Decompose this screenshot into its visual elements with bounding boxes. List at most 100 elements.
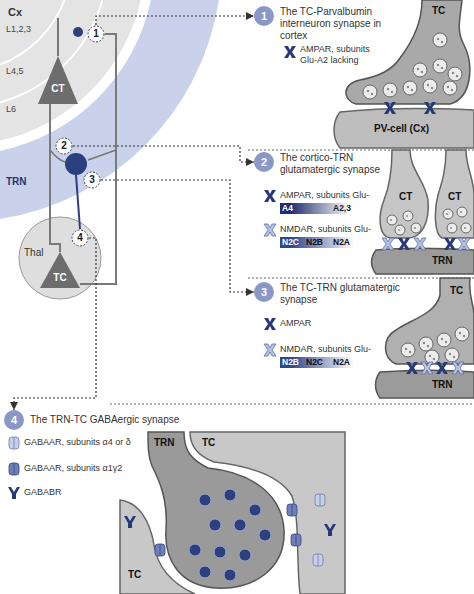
legend-entry: AMPAR, subunits Glu-A2 lacking (300, 44, 382, 66)
label-box: N2C (306, 357, 323, 368)
vesicle (433, 59, 447, 73)
layer-boundary (0, 0, 65, 65)
vesicle (387, 215, 397, 225)
legend-text: GABAAR, subunits α1γ2 (24, 463, 140, 474)
legend-text: NMDAR, subunits Glu- (280, 344, 371, 355)
ampar-icon (264, 190, 276, 202)
tc-bouton (386, 278, 474, 364)
ampar-icon (406, 362, 418, 374)
vesicle (423, 79, 437, 93)
relay-neuron: TC (40, 252, 80, 288)
vesicle (403, 211, 413, 221)
legend-text: GABABR (24, 487, 62, 498)
ct-bouton (380, 150, 428, 238)
vesicle (448, 67, 462, 81)
vesicle (189, 544, 201, 556)
badge-disc (4, 410, 24, 430)
callout-number: 3 (89, 174, 95, 186)
nmdar-icon (382, 238, 394, 250)
legend-text: GABAAR, subunits α4 or δ (24, 437, 140, 448)
vesicle (234, 519, 246, 531)
trn-band: TRN 2 3 (0, 0, 219, 219)
vesicle (437, 333, 451, 347)
vesicle (411, 223, 421, 233)
structure-name: TRN (432, 255, 453, 267)
vesicle (239, 549, 251, 561)
vesicle (419, 337, 433, 351)
node-outline (0, 0, 219, 219)
structure-name: CT (399, 191, 412, 203)
structure-label: TC (200, 436, 218, 450)
callout-circle: 3 (83, 171, 101, 189)
gabaa-icon (291, 534, 301, 546)
callout-number: 1 (93, 28, 99, 40)
label-box: N2B (306, 237, 323, 248)
panel-number: 2 (261, 156, 267, 168)
subunit-label: N2B (306, 237, 323, 248)
panel-heading: The TC-Parvalbumin interneuron synapse i… (280, 6, 410, 42)
pyramidal-neuron: CT (38, 56, 78, 104)
label-box: N2A (333, 357, 350, 368)
structure-label: TC (430, 4, 448, 18)
ct-collateral (50, 150, 65, 162)
subunit-label: N2C (306, 357, 323, 368)
badge-disc (254, 6, 274, 26)
vesicle (383, 83, 397, 97)
gabab-icon (8, 487, 20, 499)
structure-label: TRN (430, 254, 455, 268)
structure-name: TC (202, 437, 215, 449)
vesicle (209, 519, 221, 531)
callout-arrow (14, 238, 96, 410)
callout-circle: 2 (55, 137, 73, 155)
subunit-label: A2,3 (333, 203, 351, 214)
legend-text: AMPAR (280, 318, 311, 329)
subunit-label: N2A (333, 237, 350, 248)
vesicle (214, 546, 226, 558)
callout-number: 2 (61, 140, 67, 152)
trn-dendrite (372, 249, 474, 275)
label-box: N2B (282, 357, 299, 368)
thalamus-circle: ThalTC4 (18, 216, 102, 300)
tc-collateral (88, 150, 116, 160)
ampar-icon (384, 102, 396, 114)
layer-label: L1,2,3 (6, 24, 31, 35)
callout-circle: 1 (87, 25, 105, 43)
callout-ring (72, 230, 88, 246)
layer-label: L4,5 (6, 66, 24, 77)
trn-fill (0, 0, 219, 219)
vesicle (443, 209, 453, 219)
vesicle (433, 33, 447, 47)
legend-text: AMPAR, subunits Glu- (280, 190, 369, 201)
trn-dendrite (376, 371, 474, 399)
vesicle (455, 327, 469, 341)
structure-label: TRN (430, 378, 455, 392)
legend-entry: NMDAR, subunits Glu- (280, 344, 371, 355)
label-box: A4 (282, 203, 293, 214)
label-box: N2C (282, 237, 299, 248)
nmdar-icon (414, 238, 426, 250)
structure-name: TRN (6, 176, 27, 188)
thalamus-fill (19, 217, 101, 299)
ampar-icon (436, 362, 448, 374)
structure-name: Cx (8, 6, 22, 18)
structure-name: PV-cell (Cx) (374, 123, 429, 135)
callout-arrow (101, 180, 254, 292)
axon-connector (50, 104, 60, 252)
vesicle (259, 529, 271, 541)
axon-connector (80, 34, 116, 284)
vesicle (403, 81, 417, 95)
callout-number: 4 (77, 232, 83, 244)
panel-number: 4 (11, 414, 17, 426)
callout-arrow (96, 16, 254, 25)
ampar-icon (398, 238, 410, 250)
vesicle (395, 225, 405, 235)
panel-heading: The TRN-TC GABAergic synapse (30, 414, 230, 426)
gabaa-icon (313, 554, 323, 566)
badge-disc (254, 282, 274, 302)
gabaa-icon (9, 437, 19, 449)
gabaa-icon (287, 504, 297, 516)
number-badge: 2The cortico-TRN glutamatergic synapse (254, 152, 274, 172)
structure-name: TRN (154, 437, 175, 449)
